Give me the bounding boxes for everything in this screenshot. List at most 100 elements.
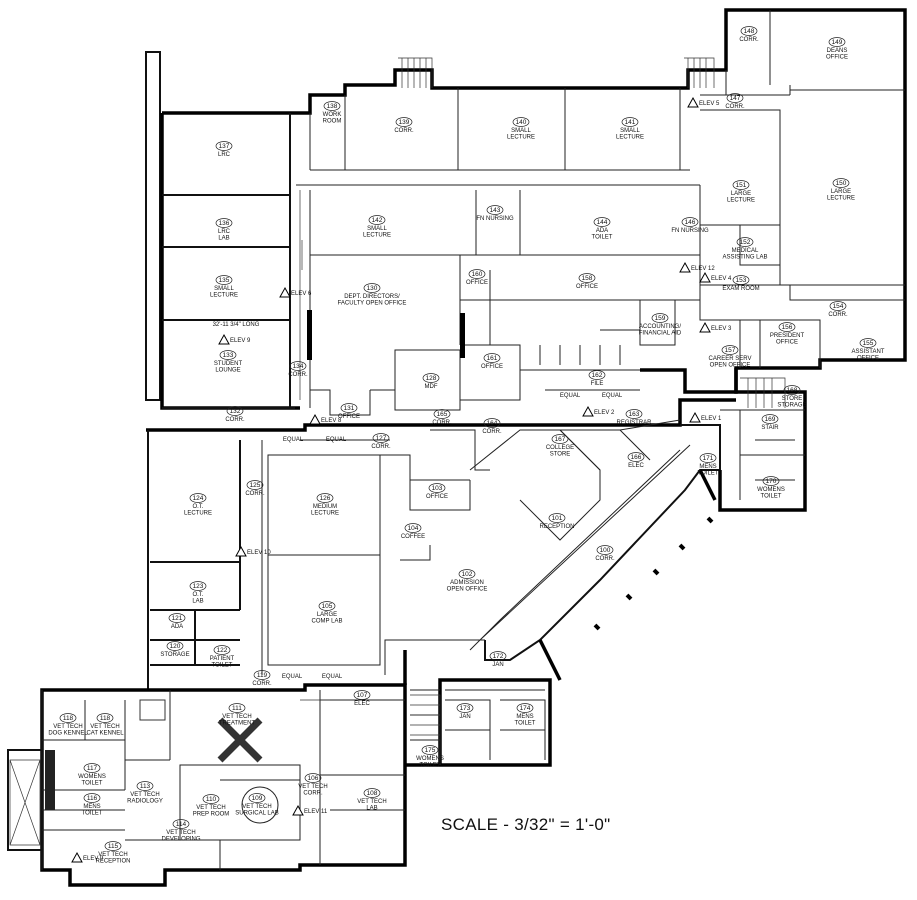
- room-number: 103: [432, 485, 443, 492]
- room-number: 115: [108, 843, 119, 850]
- room-name: PREP ROOM: [193, 812, 230, 818]
- room-name: CAT KENNEL: [86, 731, 124, 737]
- room-number: 101: [552, 515, 563, 522]
- room-number-ellipse: [226, 406, 244, 416]
- room-number-ellipse: [778, 322, 796, 332]
- room-number: 173: [460, 705, 471, 712]
- elevator-triangle-icon: [71, 851, 83, 863]
- room-name: VET TECH: [357, 799, 386, 805]
- room-number: 141: [625, 119, 636, 126]
- room-number: 111: [232, 705, 242, 712]
- room-name: TOILET: [592, 235, 613, 241]
- room-number-ellipse: [828, 37, 846, 47]
- elevator-label: ELEV 9: [83, 856, 104, 862]
- elevator-label: ELEV 11: [304, 809, 328, 815]
- room-number-ellipse: [832, 178, 850, 188]
- elevator-marker: ELEV 6: [279, 286, 312, 298]
- room-number-ellipse: [318, 601, 336, 611]
- room-name: CORR.: [482, 429, 502, 435]
- room-name: STORE: [782, 396, 803, 402]
- room-name: STORAGE: [777, 403, 806, 409]
- room-name: TOILET: [82, 811, 103, 817]
- room-name: ACCOUNTING/: [639, 324, 681, 330]
- room-number: 127: [376, 435, 387, 442]
- room-number: 149: [832, 39, 843, 46]
- room-name: LARGE: [317, 612, 337, 618]
- room-name: CORR.: [432, 420, 452, 426]
- elevator-triangle-icon: [699, 321, 711, 333]
- room-number: 148: [744, 28, 755, 35]
- room-number-ellipse: [681, 217, 699, 227]
- elevator-marker: ELEV 11: [292, 804, 328, 816]
- room-number-ellipse: [304, 773, 322, 783]
- room-number-ellipse: [578, 273, 596, 283]
- room-number: 120: [170, 643, 181, 650]
- elevator-triangle-icon: [582, 405, 594, 417]
- room-name: OFFICE: [481, 364, 503, 370]
- room-number-ellipse: [136, 781, 154, 791]
- room-number: 134: [293, 363, 304, 370]
- room-number-ellipse: [483, 418, 501, 428]
- room-name: LAB: [218, 236, 229, 242]
- room-number-ellipse: [168, 613, 186, 623]
- room-number: 156: [782, 324, 793, 331]
- room-number: 153: [736, 277, 747, 284]
- equal-label: EQUAL: [602, 393, 623, 399]
- room-name: WOMENS: [757, 487, 785, 493]
- room-number-ellipse: [483, 353, 501, 363]
- room-number-ellipse: [721, 345, 739, 355]
- room-name: VET TECH: [298, 784, 327, 790]
- elevator-label: ELEV 5: [699, 101, 720, 107]
- room-name: TREATMENT: [219, 721, 256, 727]
- room-name: ADMISSION: [450, 580, 484, 586]
- room-number-ellipse: [323, 101, 341, 111]
- room-number: 114: [176, 821, 187, 828]
- elevator-label: ELEV 9: [230, 338, 251, 344]
- room-number-ellipse: [736, 237, 754, 247]
- room-number-ellipse: [489, 651, 507, 661]
- room-number: 151: [736, 182, 747, 189]
- room-number-ellipse: [699, 453, 717, 463]
- room-number: 172: [493, 653, 504, 660]
- room-name: RADIOLOGY: [127, 799, 163, 805]
- room-name: FILE: [591, 381, 604, 387]
- room-name: VET TECH: [166, 830, 195, 836]
- room-name: ASSISTANT: [852, 349, 885, 355]
- room-number-ellipse: [59, 713, 77, 723]
- room-number-ellipse: [215, 275, 233, 285]
- room-name: REGISTRAR: [616, 420, 652, 426]
- room-name: OFFICE: [826, 55, 848, 61]
- room-number: 126: [320, 495, 331, 502]
- room-name: COMP LAB: [312, 619, 343, 625]
- room-name: CORR.: [303, 791, 323, 797]
- room-name: JAN: [492, 662, 503, 668]
- room-name: CORR.: [394, 128, 414, 134]
- room-name: MEDICAL: [732, 248, 759, 254]
- room-number-ellipse: [83, 763, 101, 773]
- room-name: RECEPTION: [95, 859, 130, 865]
